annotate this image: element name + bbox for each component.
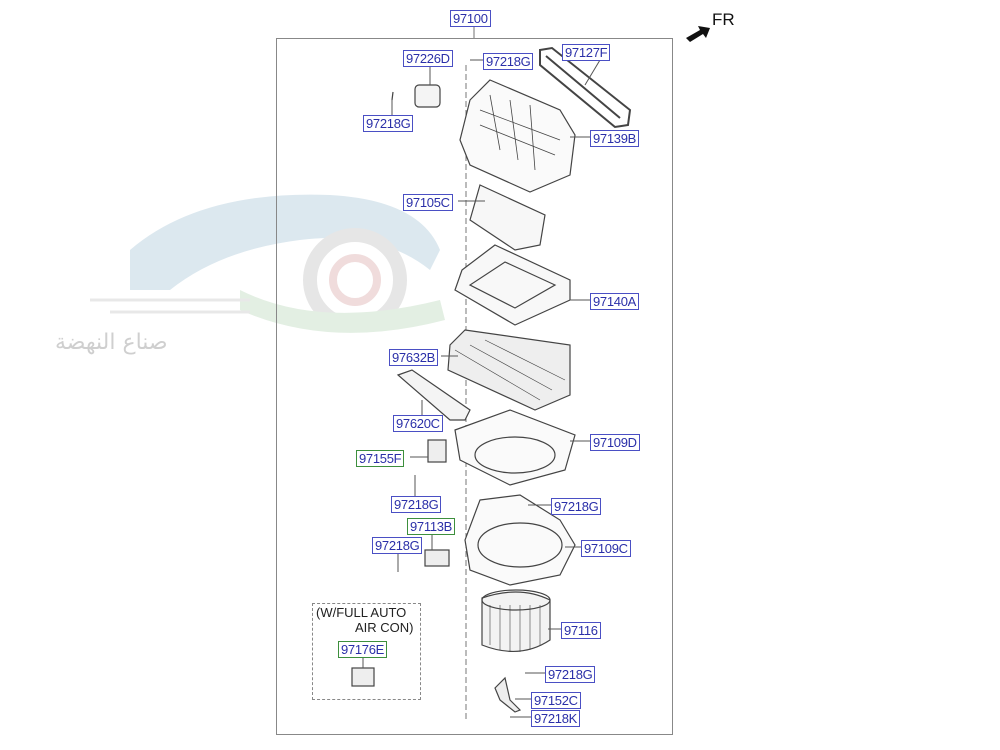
part-label-97632B[interactable]: 97632B: [389, 349, 439, 366]
part-label-97152C[interactable]: 97152C: [531, 692, 581, 709]
actuator-97226D: [414, 84, 441, 108]
intake-case-97139B: [459, 79, 576, 193]
part-label-97226D[interactable]: 97226D: [403, 50, 453, 67]
option-note-line2: AIR CON): [355, 620, 414, 635]
part-label-97218G[interactable]: 97218G: [545, 666, 596, 683]
option-note-line1: (W/FULL AUTO: [316, 605, 407, 620]
assembly-frame: [276, 38, 673, 735]
blower-motor-97116: [481, 591, 551, 653]
part-label-97109D[interactable]: 97109D: [590, 434, 640, 451]
filter-frame-97140A: [454, 244, 571, 326]
blower-housing-97109C: [464, 494, 576, 586]
part-label-97218G[interactable]: 97218G: [391, 496, 442, 513]
option-box: [312, 603, 421, 700]
part-label-97218G[interactable]: 97218G: [551, 498, 602, 515]
part-label-97139B[interactable]: 97139B: [590, 130, 640, 147]
watermark-text: صناع النهضة: [55, 330, 168, 355]
part-label-97100[interactable]: 97100: [450, 10, 491, 27]
part-label-97105C[interactable]: 97105C: [403, 194, 453, 211]
part-label-97116[interactable]: 97116: [561, 622, 601, 639]
part-label-97218K[interactable]: 97218K: [531, 710, 581, 727]
front-direction-label: FR: [712, 10, 735, 29]
duct-97152C: [494, 676, 522, 713]
lower-case-97109D: [454, 409, 576, 486]
resistor-97113B: [424, 549, 450, 567]
gasket-97127F: [539, 46, 632, 129]
part-label-97218G[interactable]: 97218G: [363, 115, 414, 132]
module-97176E: [351, 667, 375, 687]
front-arrow-icon: [686, 26, 710, 42]
part-label-97218G[interactable]: 97218G: [372, 537, 423, 554]
part-label-97109C[interactable]: 97109C: [581, 540, 631, 557]
cover-97620C: [396, 369, 471, 421]
part-label-97176E[interactable]: 97176E: [338, 641, 388, 658]
part-label-97113B[interactable]: 97113B: [407, 518, 456, 535]
door-97105C: [469, 184, 546, 251]
part-label-97218G[interactable]: 97218G: [483, 53, 534, 70]
sensor-97155F: [427, 439, 447, 463]
part-label-97140A[interactable]: 97140A: [590, 293, 640, 310]
part-label-97155F[interactable]: 97155F: [356, 450, 405, 467]
part-label-97620C[interactable]: 97620C: [393, 415, 443, 432]
part-label-97127F[interactable]: 97127F: [562, 44, 611, 61]
